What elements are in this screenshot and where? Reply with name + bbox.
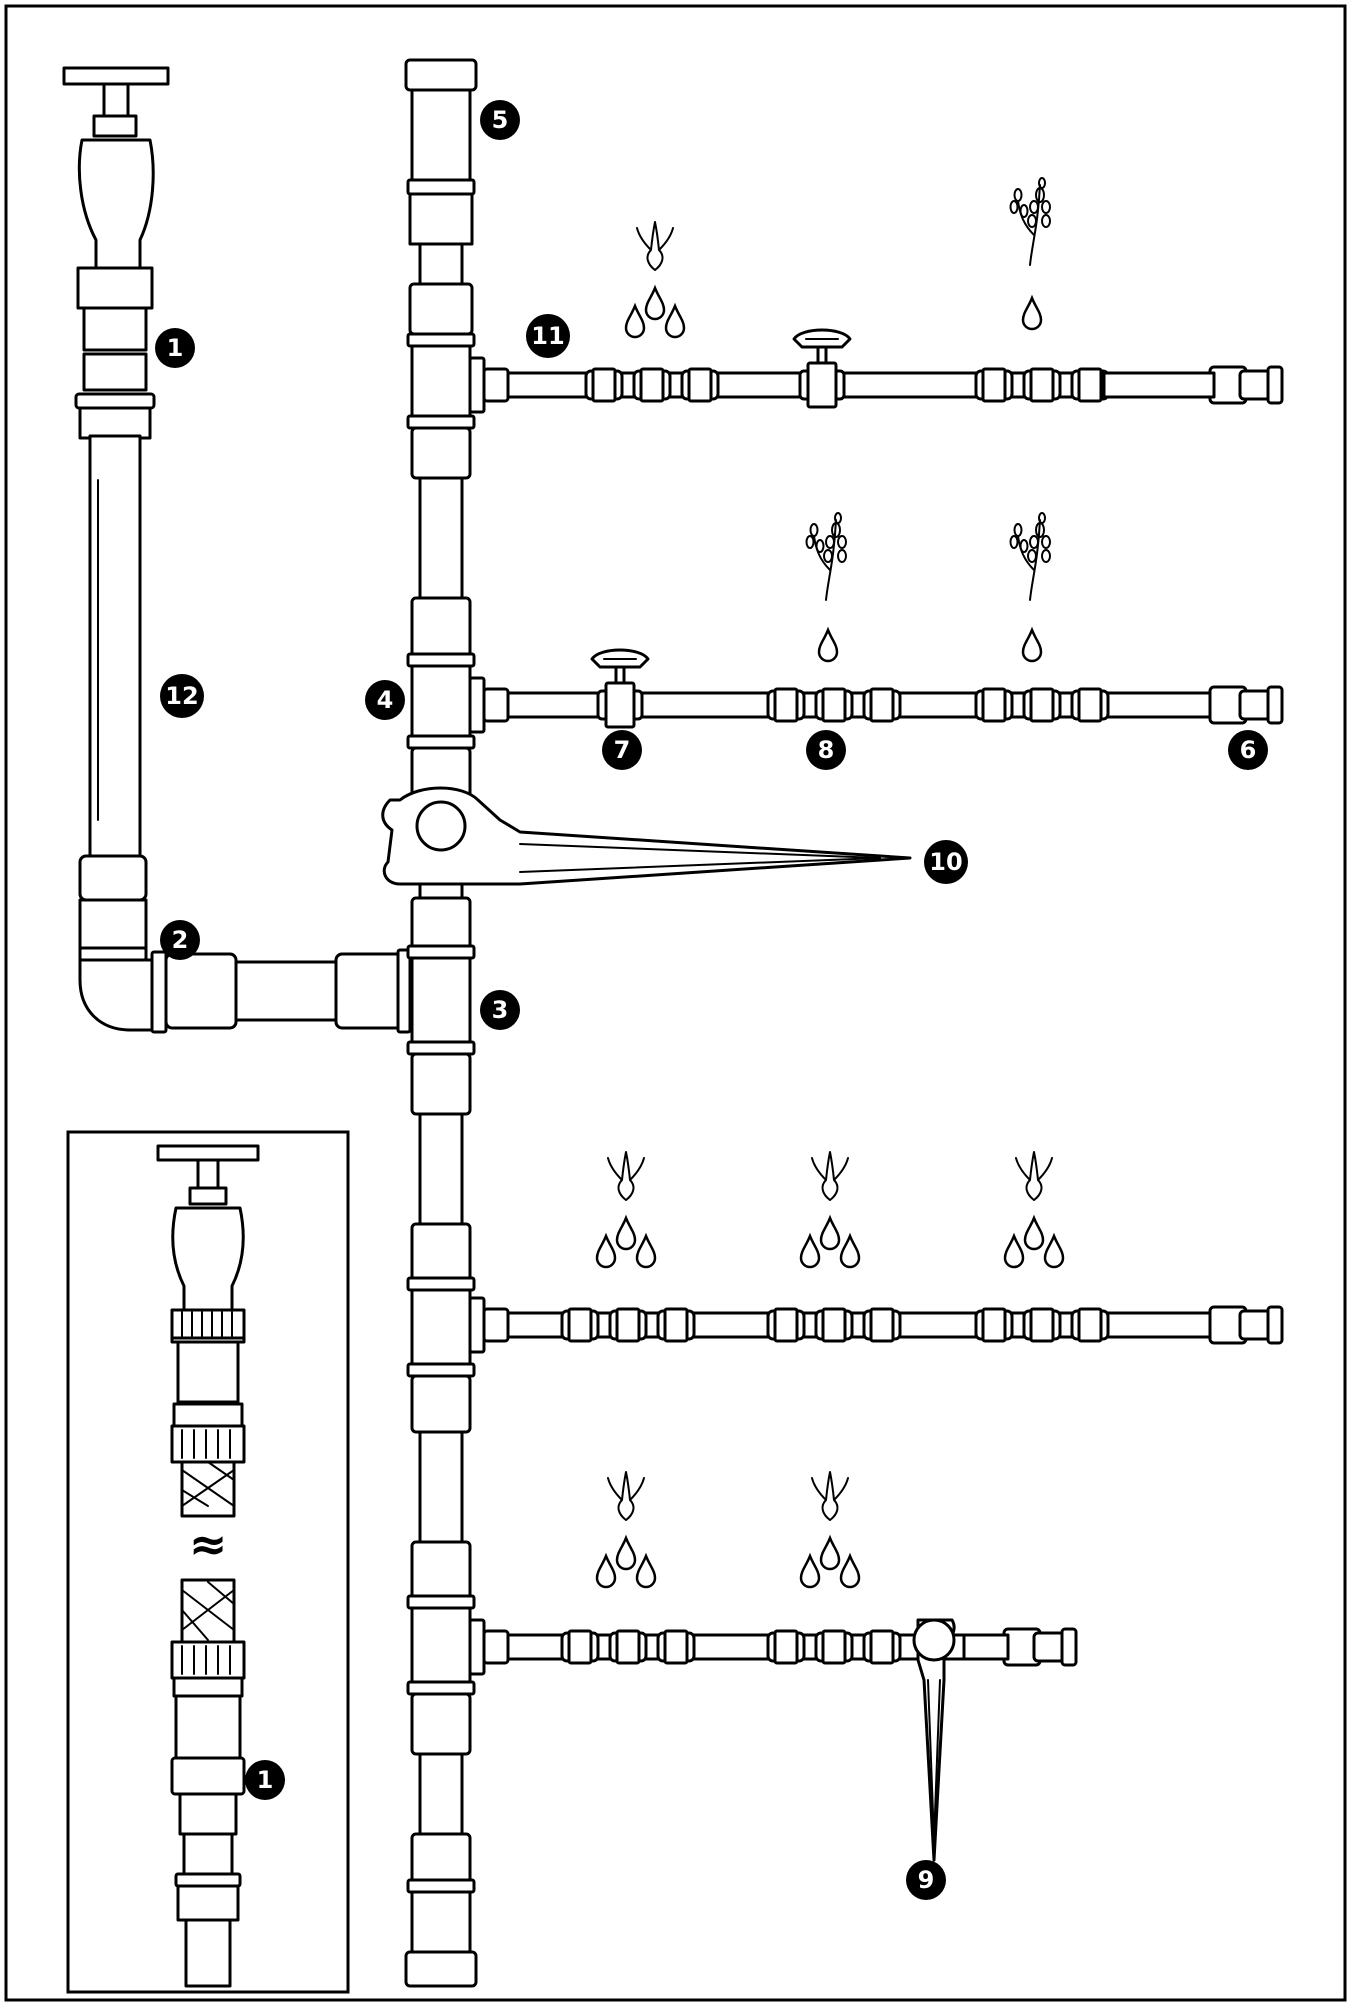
branch-line-2 <box>482 648 1284 729</box>
plant-sprout-icon <box>607 1151 645 1201</box>
plant-sprout-icon <box>1015 1151 1053 1201</box>
tap-faucet <box>62 66 170 352</box>
plant-sprout-icon <box>811 1151 849 1201</box>
callout-7: 7 <box>602 730 642 770</box>
ground-stake-vertical <box>912 1618 956 1862</box>
svg-text:4: 4 <box>377 686 394 714</box>
water-drops-icon <box>799 1216 861 1269</box>
svg-text:1: 1 <box>167 334 184 362</box>
water-drops-icon <box>595 1216 657 1269</box>
braided-hose-segment <box>180 1460 236 1518</box>
inset-hose-connection-panel: ≈ <box>66 1130 350 1994</box>
callout-6: 6 <box>1228 730 1268 770</box>
water-drops-icon <box>1003 1216 1065 1269</box>
callout-5: 5 <box>480 100 520 140</box>
callout-1: 1 <box>155 328 195 368</box>
callout-3: 3 <box>480 990 520 1030</box>
svg-text:6: 6 <box>1240 736 1257 764</box>
svg-text:3: 3 <box>492 996 509 1024</box>
callout-9: 9 <box>906 1860 946 1900</box>
svg-text:12: 12 <box>165 682 198 710</box>
elbow-connector <box>78 854 168 1034</box>
callout-10: 10 <box>924 840 968 884</box>
water-drop-icon <box>1021 628 1043 663</box>
callout-2: 2 <box>160 920 200 960</box>
ground-stake-horizontal <box>381 786 912 886</box>
knurled-coupling <box>170 1308 246 1340</box>
svg-text:11: 11 <box>531 322 564 350</box>
callout-4: 4 <box>365 680 405 720</box>
plant-sprout-icon <box>811 1471 849 1521</box>
callout-12: 12 <box>160 674 204 718</box>
branch-line-1 <box>482 328 1284 409</box>
plant-lavender-icon <box>1009 512 1051 601</box>
callout-11: 11 <box>526 314 570 358</box>
tap-adapter <box>74 352 156 440</box>
branch-line-3 <box>482 1305 1284 1345</box>
main-manifold-pipe <box>404 58 478 1988</box>
plant-sprout-icon <box>607 1471 645 1521</box>
svg-text:5: 5 <box>492 106 509 134</box>
hose-break-mark: ≈ <box>189 1517 228 1571</box>
supply-hose <box>88 434 142 858</box>
branch-line-4 <box>482 1627 1078 1667</box>
water-drop-icon <box>817 628 839 663</box>
tee-feed-pipe <box>164 948 412 1034</box>
plant-sprout-icon <box>636 221 674 271</box>
plant-lavender-icon <box>1009 177 1051 266</box>
water-drops-icon <box>799 1536 861 1589</box>
svg-text:9: 9 <box>918 1866 935 1894</box>
svg-text:10: 10 <box>929 848 962 876</box>
callout-1-inset: 1 <box>245 1760 285 1800</box>
svg-text:1: 1 <box>257 1766 274 1794</box>
plant-lavender-icon <box>805 512 847 601</box>
callout-8: 8 <box>806 730 846 770</box>
braided-hose-segment <box>180 1578 236 1644</box>
water-drop-icon <box>1021 296 1043 331</box>
water-drops-icon <box>624 286 686 339</box>
outer-frame <box>4 4 1347 2002</box>
svg-text:8: 8 <box>818 736 835 764</box>
water-drops-icon <box>595 1536 657 1589</box>
svg-text:7: 7 <box>614 736 631 764</box>
branch-tee-stubs <box>468 356 486 1676</box>
svg-text:2: 2 <box>172 926 189 954</box>
